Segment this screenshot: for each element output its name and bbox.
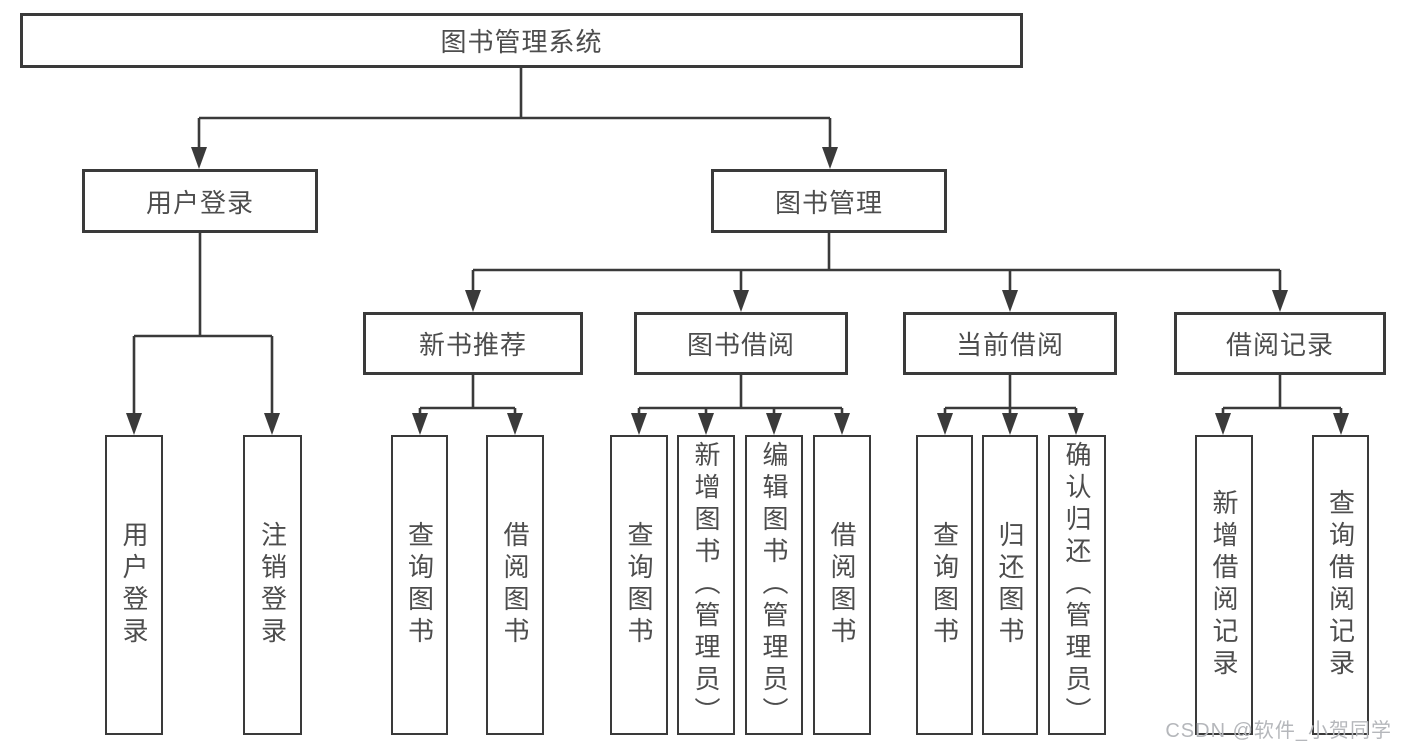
leaf-add-borrow-record: 新增借阅记录 <box>1195 435 1253 735</box>
node-label: 查询图书 <box>624 521 654 649</box>
leaf-query-books-borrow: 查询图书 <box>610 435 668 735</box>
node-book-management: 图书管理 <box>711 169 947 233</box>
connector-user-login-group <box>126 233 280 435</box>
node-label: 图书管理 <box>774 187 883 218</box>
node-label: 借阅记录 <box>1225 330 1334 360</box>
node-label: 新书推荐 <box>418 330 527 360</box>
node-book-borrow: 图书借阅 <box>634 312 848 375</box>
connector-borrow-records-group <box>1215 375 1349 435</box>
node-borrow-records: 借阅记录 <box>1174 312 1386 375</box>
leaf-query-books-recommend: 查询图书 <box>391 435 448 735</box>
node-label: 查询图书 <box>929 521 960 649</box>
connector-current-borrow-group <box>937 375 1084 435</box>
connector-book-management-group <box>465 233 1288 312</box>
csdn-watermark: CSDN @软件_小贺同学 <box>1165 720 1392 742</box>
leaf-confirm-return-admin: 确认归还（管理员） <box>1048 435 1106 735</box>
leaf-logout-login: 注销登录 <box>243 435 302 735</box>
node-current-borrow: 当前借阅 <box>903 312 1117 375</box>
node-label: 查询图书 <box>404 521 435 649</box>
node-label: 新增借阅记录 <box>1209 489 1239 681</box>
node-label: 新增图书（管理员） <box>691 441 721 729</box>
node-label: 归还图书 <box>995 521 1025 649</box>
node-label: 注销登录 <box>257 521 288 649</box>
leaf-return-book: 归还图书 <box>982 435 1038 735</box>
node-label: 图书管理系统 <box>440 27 603 57</box>
leaf-query-books-current: 查询图书 <box>916 435 973 735</box>
connector-root-to-level2 <box>191 68 838 169</box>
node-label: 借阅图书 <box>827 521 857 649</box>
node-label: 编辑图书（管理员） <box>759 441 789 729</box>
node-user-login: 用户登录 <box>82 169 318 233</box>
node-label: 借阅图书 <box>500 521 530 649</box>
node-label: 用户登录 <box>119 521 149 649</box>
leaf-borrow-books-recommend: 借阅图书 <box>486 435 544 735</box>
node-label: 用户登录 <box>145 187 254 218</box>
node-label: 图书借阅 <box>686 330 795 360</box>
leaf-edit-book-admin: 编辑图书（管理员） <box>745 435 803 735</box>
node-label: 确认归还（管理员） <box>1062 441 1092 729</box>
leaf-add-book-admin: 新增图书（管理员） <box>677 435 735 735</box>
connector-book-borrow-group <box>631 375 850 435</box>
node-label: 查询借阅记录 <box>1325 489 1356 681</box>
leaf-borrow-books: 借阅图书 <box>813 435 871 735</box>
node-label: 当前借阅 <box>955 330 1064 360</box>
connector-new-book-recommend-group <box>412 375 523 435</box>
node-library-management-system: 图书管理系统 <box>20 13 1023 68</box>
node-new-book-recommend: 新书推荐 <box>363 312 583 375</box>
leaf-user-login: 用户登录 <box>105 435 163 735</box>
leaf-query-borrow-record: 查询借阅记录 <box>1312 435 1369 735</box>
